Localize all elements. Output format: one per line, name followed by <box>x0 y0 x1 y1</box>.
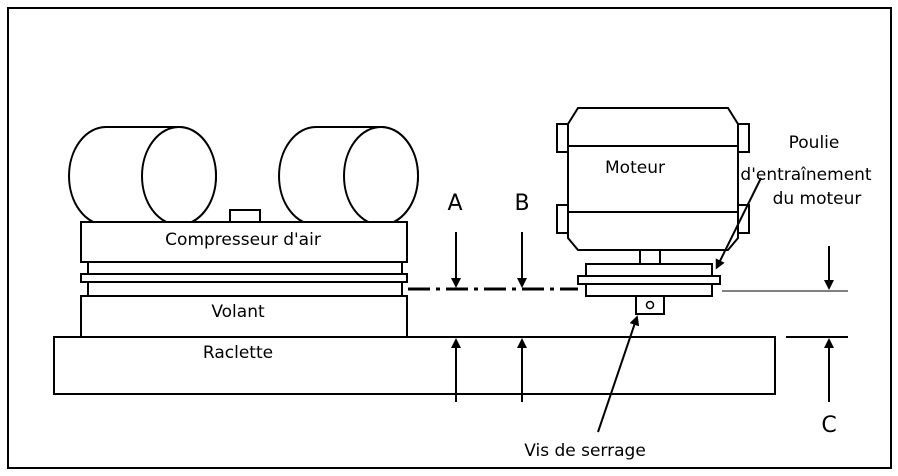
pulley-leader-arrow <box>715 177 762 270</box>
flywheel <box>80 261 408 338</box>
diagram-frame <box>7 7 892 469</box>
motor-pulley <box>577 263 721 297</box>
motor-label: Moteur <box>605 158 665 178</box>
marker-a: A <box>447 191 462 216</box>
clamp-screw <box>635 295 665 315</box>
clamp-screw-leader-arrow <box>597 315 640 433</box>
clamp-screw-label: Vis de serrage <box>524 441 646 461</box>
scraper-label: Raclette <box>203 343 273 363</box>
pulley-label-line2: d'entraînement <box>740 165 872 185</box>
marker-c: C <box>821 413 836 438</box>
marker-b: B <box>514 191 529 216</box>
compressor-label: Compresseur d'air <box>165 230 321 250</box>
pulley-label-line3: du moteur <box>773 189 862 209</box>
scraper-base <box>53 336 776 395</box>
motor <box>556 107 750 265</box>
compressor-cylinders <box>68 126 419 226</box>
flywheel-label: Volant <box>211 302 265 322</box>
pulley-label-line1: Poulie <box>789 133 840 153</box>
